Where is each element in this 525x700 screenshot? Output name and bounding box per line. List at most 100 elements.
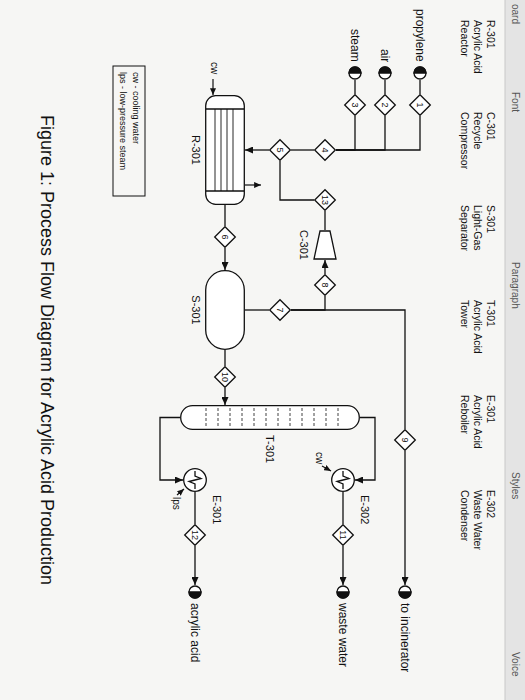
stream-number-text: 11 — [339, 530, 348, 539]
stream-label: waste water — [336, 603, 350, 667]
utility-line — [212, 79, 213, 95]
equipment-tag: R-301 — [190, 135, 202, 165]
process-stream — [384, 80, 385, 94]
stream-number: 13 — [314, 189, 336, 211]
equipment-tag: E-301 — [211, 495, 223, 524]
stream-label: to incinerator — [398, 603, 412, 672]
symbol-outline — [183, 468, 207, 492]
stream-number: 8 — [314, 274, 336, 296]
symbol-outline — [180, 405, 360, 430]
process-stream — [224, 248, 225, 270]
ribbon-group-label: Styles — [509, 472, 521, 499]
process-stream — [194, 546, 195, 585]
ribbon-group-label: Font — [509, 92, 521, 112]
equipment-tag: E-301 — [484, 395, 497, 423]
stream-terminal: waste water — [336, 585, 350, 667]
stream-number: 1 — [409, 94, 431, 116]
heat-exchanger: E-302 — [331, 468, 355, 492]
stream-label: propylene — [413, 9, 427, 62]
stream-number-text: 2 — [381, 102, 390, 107]
process-stream — [354, 80, 355, 94]
process-stream — [160, 418, 183, 481]
stream-number-text: 12 — [191, 530, 200, 540]
process-stream — [245, 149, 269, 150]
stream-number: 12 — [184, 524, 206, 546]
process-stream — [355, 418, 375, 481]
stream-terminal: acrylic acid — [188, 585, 202, 662]
ribbon-band — [505, 0, 525, 700]
stream-number-text: 13 — [321, 195, 330, 205]
symbol-outline — [398, 585, 412, 599]
equipment-tag: S-301 — [190, 295, 202, 324]
stream-number-text: 6 — [221, 234, 230, 239]
equipment-name: Light-Gas Separator — [459, 205, 484, 277]
distillation-column: T-301 — [180, 405, 360, 430]
stream-number-text: 5 — [276, 147, 285, 152]
stream-number-text: 10 — [221, 372, 230, 382]
stream-number: 6 — [214, 226, 236, 248]
utility-label: lps — [170, 497, 182, 510]
stream-number-text: 9 — [401, 437, 410, 442]
heat-exchanger: E-301 — [183, 468, 207, 492]
abbreviation-note: lps - low-pressure steam — [117, 72, 128, 170]
stream-number-text: 4 — [321, 147, 330, 152]
process-stream — [224, 350, 225, 366]
note-box — [113, 66, 145, 196]
stream-number: 2 — [374, 94, 396, 116]
utility-label: cw — [313, 452, 325, 464]
symbol-outline — [331, 468, 355, 492]
stream-number-text: 8 — [321, 282, 330, 287]
process-stream — [342, 492, 343, 524]
symbol-outline — [188, 585, 202, 599]
utility-label: cw — [208, 62, 220, 74]
equipment-name: Acrylic Acid Tower — [459, 300, 484, 372]
ribbon-group-label: Voice — [509, 652, 521, 676]
stream-number: 5 — [269, 139, 291, 161]
equipment-tag: T-301 — [484, 300, 497, 327]
figure-caption: Figure 1: Process Flow Diagram for Acryl… — [36, 0, 57, 700]
stream-number: 7 — [269, 299, 291, 321]
stream-label: steam — [348, 29, 362, 62]
equipment-tag: C-301 — [298, 230, 310, 260]
symbol-outline — [348, 66, 362, 80]
process-stream — [194, 492, 195, 524]
process-stream — [324, 260, 325, 274]
equipment-tag: E-302 — [484, 490, 497, 518]
equipment-name: Recycle Compressor — [459, 112, 484, 184]
stream-label: acrylic acid — [188, 603, 202, 662]
reactor-symbol: R-301 — [205, 95, 245, 205]
utility-line — [322, 466, 331, 471]
symbol-outline — [205, 270, 245, 350]
process-stream — [224, 205, 225, 226]
process-stream — [224, 388, 225, 405]
process-stream — [291, 149, 314, 150]
stream-number-text: 3 — [351, 102, 360, 107]
equipment-tag: E-302 — [359, 495, 371, 524]
equipment-tag: S-301 — [484, 205, 497, 233]
process-stream — [245, 309, 269, 310]
process-stream — [324, 211, 325, 230]
ribbon-group-label: oard — [509, 4, 521, 24]
stream-number: 3 — [344, 94, 366, 116]
symbol-outline — [413, 66, 427, 80]
process-stream — [419, 80, 420, 94]
equipment-name: Waste Water Condenser — [459, 490, 484, 562]
ribbon-edge — [505, 0, 506, 700]
symbol-outline — [336, 585, 350, 599]
stream-number: 10 — [214, 366, 236, 388]
equipment-name: Acrylic Acid Reboiler — [459, 395, 484, 467]
symbol-outline — [313, 230, 337, 260]
stream-number: 4 — [314, 139, 336, 161]
symbol-outline — [378, 66, 392, 80]
stream-label: air — [378, 49, 392, 62]
stream-terminal: propylene — [413, 9, 427, 80]
symbol-outline — [205, 95, 245, 205]
process-stream — [280, 161, 314, 200]
process-stream — [404, 451, 405, 585]
abbreviation-note: cw - cooling water — [130, 72, 141, 144]
compressor-symbol: C-301 — [313, 230, 337, 260]
stream-number: 9 — [394, 429, 416, 451]
separator-vessel: S-301 — [205, 270, 245, 350]
equipment-tag: T-301 — [264, 435, 276, 463]
